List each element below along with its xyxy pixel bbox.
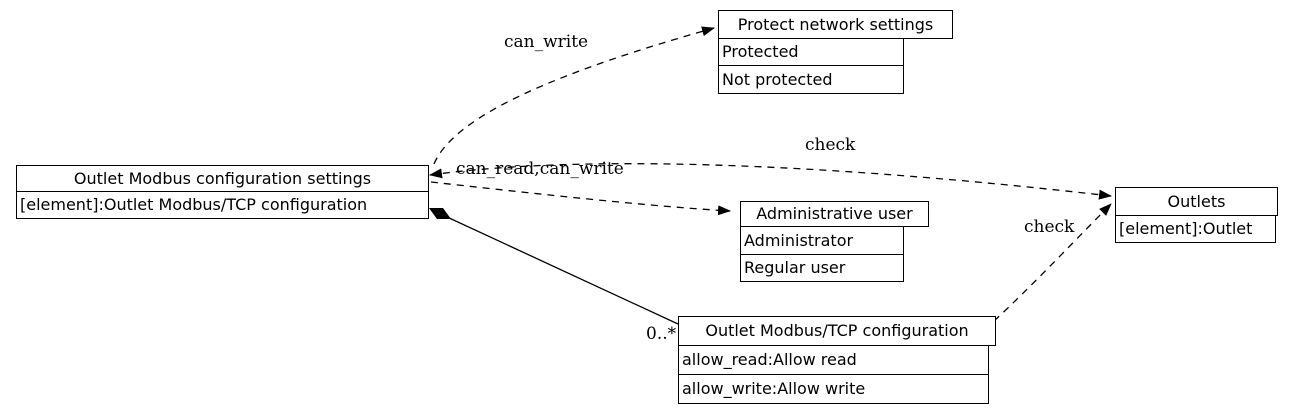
node-protect-title: Protect network settings	[718, 10, 953, 39]
edge-label-check-settings-outlets: check	[805, 135, 856, 155]
node-settings-title: Outlet Modbus configuration settings	[16, 165, 429, 192]
edge-can-read-can-write-line	[430, 181, 731, 216]
edge-label-can-read-can-write: can_read,can_write	[456, 159, 624, 179]
edge-check-modbus-outlets-line	[993, 203, 1112, 322]
node-protect-option-not-protected: Not protected	[718, 65, 904, 94]
node-admin-user-title: Administrative user	[740, 201, 929, 227]
node-modbus-tcp-attr-allow-write: allow_write:Allow write	[678, 374, 989, 404]
node-admin-user-option-administrator: Administrator	[740, 226, 904, 255]
node-settings-attr-element: [element]:Outlet Modbus/TCP configuratio…	[16, 191, 429, 219]
edge-check-settings-outlets-line	[429, 163, 1112, 200]
node-outlets-attr-element: [element]:Outlet	[1115, 215, 1276, 243]
edge-label-multiplicity: 0..*	[646, 324, 677, 344]
edge-label-check-modbus-outlets: check	[1024, 217, 1075, 237]
composition-diamond-icon	[429, 208, 451, 219]
node-admin-user-option-regular-user: Regular user	[740, 254, 904, 282]
node-outlets-title: Outlets	[1115, 187, 1278, 216]
node-protect-option-protected: Protected	[718, 38, 904, 66]
edge-label-can-write: can_write	[504, 32, 589, 52]
edge-composition-line	[446, 216, 679, 325]
edge-can-write-line	[433, 26, 715, 165]
node-modbus-tcp-attr-allow-read: allow_read:Allow read	[678, 345, 989, 375]
node-modbus-tcp-title: Outlet Modbus/TCP configuration	[678, 316, 996, 346]
